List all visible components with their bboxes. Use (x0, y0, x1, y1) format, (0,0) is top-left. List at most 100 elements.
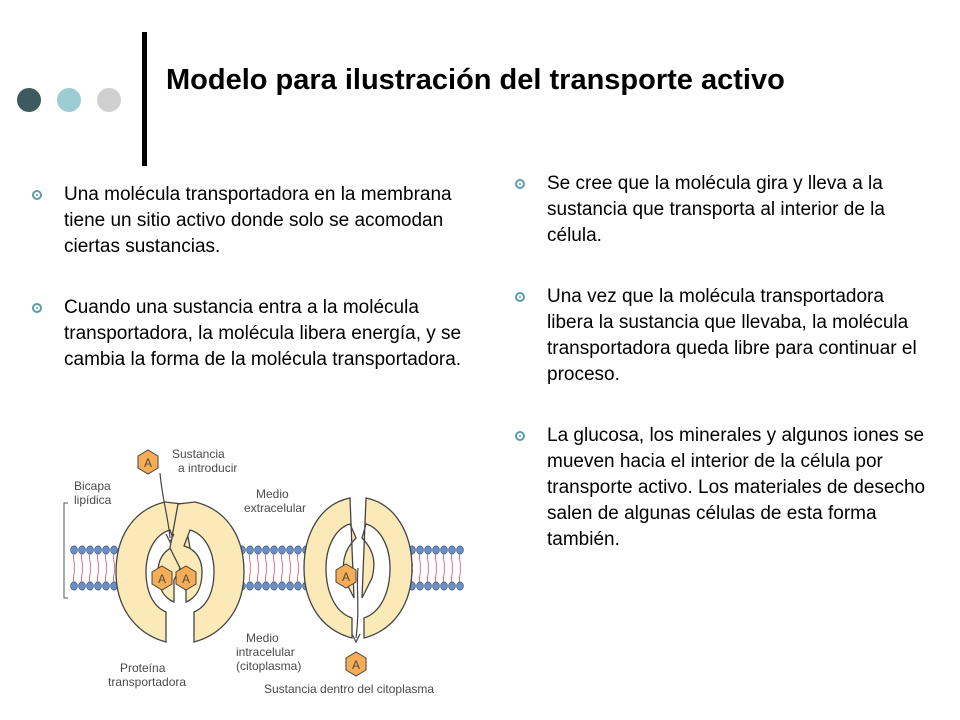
label-intracelular-line1: Medio (246, 631, 279, 645)
lipid-head (432, 581, 440, 591)
lipid-head (448, 545, 456, 555)
lipid-head (424, 581, 432, 591)
lipid-tail (72, 553, 76, 569)
lipid-tail (272, 567, 276, 583)
lipid-tail (434, 553, 438, 569)
lipid-head (416, 545, 424, 555)
lipid-head (278, 581, 286, 591)
decor-dot-dark (17, 88, 41, 112)
lipid-head (110, 545, 118, 555)
lipid-tail (450, 567, 454, 583)
lipid-head (278, 545, 286, 555)
lipid-tail (256, 567, 260, 583)
label-sustancia-dentro: Sustancia dentro del citoplasma (264, 682, 434, 696)
lipid-tail (442, 567, 446, 583)
bullet-text: Cuando una sustancia entra a la molécula… (64, 297, 462, 370)
label-extracelular-line1: Medio (256, 487, 289, 501)
lipid-head (254, 581, 262, 591)
bullet-icon (515, 431, 525, 441)
slide-title: Modelo para ilustración del transporte a… (166, 64, 785, 96)
molecule-a-bound-1: A (151, 565, 173, 591)
title-divider (142, 32, 147, 166)
bullet-icon (32, 190, 42, 200)
bullet-icon (515, 179, 525, 189)
lipid-head (294, 545, 302, 555)
lipid-tail (248, 553, 252, 569)
molecule-a-released: A (345, 651, 367, 677)
protein-right-half (169, 501, 245, 643)
entry-arrow-head (165, 533, 175, 544)
lipid-tail (272, 553, 276, 569)
bullet-item: Cuando una sustancia entra a la molécula… (32, 295, 464, 373)
lipid-tail (296, 567, 300, 583)
lipid-tail (264, 567, 268, 583)
molecule-letter: A (182, 572, 190, 586)
lipid-tail (248, 567, 252, 583)
label-bicapa-line2: lipídica (74, 493, 112, 507)
lipid-head (270, 581, 278, 591)
lipid-tail (280, 567, 284, 583)
decor-dot-teal (57, 88, 81, 112)
transport-protein-2 (303, 497, 413, 639)
lipid-head (254, 545, 262, 555)
lipid-tail (418, 553, 422, 569)
protein2-right-half (361, 497, 413, 639)
lipid-tail (96, 553, 100, 569)
entry-arrow (159, 472, 171, 539)
lipid-head (78, 581, 86, 591)
label-sustancia-line1: Sustancia (172, 447, 225, 461)
lipid-head (94, 581, 102, 591)
label-intracelular-line3: (citoplasma) (236, 659, 301, 673)
exit-arrow (355, 567, 359, 639)
lipid-head (102, 545, 110, 555)
lipid-tail (458, 553, 462, 569)
molecule-letter: A (158, 572, 166, 586)
molecule-letter: A (144, 456, 152, 470)
label-proteina-line2: transportadora (108, 675, 186, 689)
lipid-bilayer (70, 545, 464, 591)
bicapa-bracket (63, 502, 68, 599)
exit-arrow-head (351, 633, 361, 644)
bullet-text: Una vez que la molécula transportadora l… (547, 286, 917, 385)
lipid-tail (434, 567, 438, 583)
label-intracelular-line2: intracelular (236, 645, 295, 659)
label-sustancia-line2: a introducir (178, 461, 237, 475)
lipid-tail (426, 553, 430, 569)
lipid-tail (418, 567, 422, 583)
bullet-item: La glucosa, los minerales y algunos ione… (515, 423, 935, 553)
lipid-tail (112, 567, 116, 583)
bullet-text: Una molécula transportadora en la membra… (64, 184, 452, 257)
lipid-tail (80, 553, 84, 569)
lipid-tail (296, 553, 300, 569)
bullet-text: La glucosa, los minerales y algunos ione… (547, 425, 926, 550)
lipid-tail (88, 553, 92, 569)
lipid-head (86, 581, 94, 591)
molecule-a-incoming: A (137, 449, 159, 475)
active-transport-diagram: A A A A A Sustancia a introducir Bicapa … (63, 447, 464, 696)
lipid-head (70, 581, 78, 591)
lipid-head (94, 545, 102, 555)
lipid-head (416, 581, 424, 591)
lipid-head (246, 545, 254, 555)
lipid-head (270, 545, 278, 555)
lipid-head (262, 545, 270, 555)
lipid-head (456, 545, 464, 555)
lipid-tail (288, 567, 292, 583)
lipid-tail (280, 553, 284, 569)
lipid-tail (112, 553, 116, 569)
lipid-tail (80, 567, 84, 583)
lipid-tail (256, 553, 260, 569)
lipid-tail (104, 567, 108, 583)
lipid-head (86, 545, 94, 555)
bullet-item: Se cree que la molécula gira y lleva a l… (515, 171, 935, 249)
lipid-tail (450, 553, 454, 569)
lipid-tail (426, 567, 430, 583)
lipid-head (78, 545, 86, 555)
molecule-a-in-protein-2: A (335, 563, 357, 589)
lipid-head (102, 581, 110, 591)
lipid-head (294, 581, 302, 591)
lipid-head (286, 581, 294, 591)
lipid-head (448, 581, 456, 591)
molecule-letter: A (342, 570, 350, 584)
lipid-tail (442, 553, 446, 569)
